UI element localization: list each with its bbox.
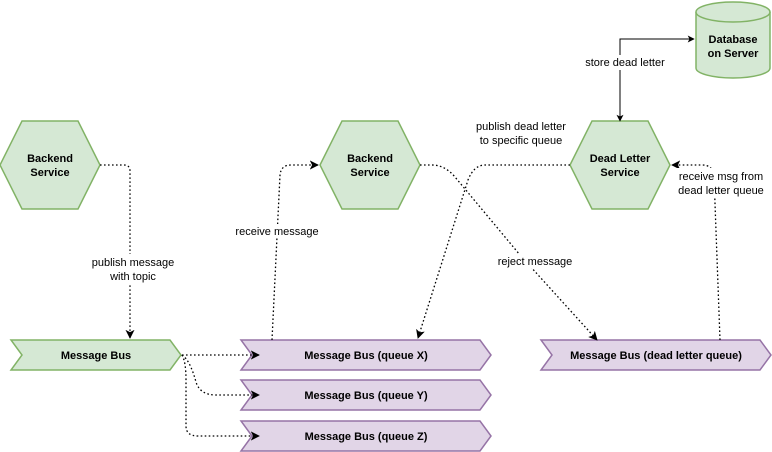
label-reject-message-text: reject message (498, 256, 573, 268)
dead-letter-service-label-2: Service (600, 167, 639, 179)
dead-letter-service-label-1: Dead Letter (590, 153, 651, 165)
label-publish-dead-letter-line-1: publish dead letter (476, 121, 566, 133)
database-label-1: Database (709, 34, 758, 46)
message-bus-queue-x-label: Message Bus (queue X) (304, 350, 428, 362)
label-receive-message-text: receive message (235, 226, 318, 238)
message-bus-dlq-label: Message Bus (dead letter queue) (570, 350, 742, 362)
database-on-server[interactable]: Database on Server (695, 1, 771, 79)
backend-service-middle[interactable]: Backend Service (319, 120, 421, 210)
edge-receive-message[interactable] (271, 160, 319, 341)
message-bus-queue-z[interactable]: Message Bus (queue Z) (239, 420, 492, 452)
backend-service-middle-label-2: Service (350, 167, 389, 179)
backend-service-middle-label-1: Backend (347, 153, 393, 165)
message-bus-dead-letter-queue[interactable]: Message Bus (dead letter queue) (539, 339, 772, 371)
message-bus-queue-z-label: Message Bus (queue Z) (305, 431, 428, 443)
label-receive-message: receive message (232, 224, 322, 238)
message-bus-queue-x[interactable]: Message Bus (queue X) (239, 339, 492, 371)
edge-store-dead-letter[interactable] (616, 35, 695, 122)
edge-publish-message[interactable] (100, 164, 135, 339)
backend-service-left[interactable]: Backend Service (0, 120, 101, 210)
edge-publish-dead-letter[interactable] (416, 164, 570, 339)
label-publish-dead-letter: publish dead letter to specific queue (466, 118, 576, 148)
edge-bus-to-queue-z[interactable] (181, 354, 260, 441)
message-bus-queue-y-label: Message Bus (queue Y) (304, 390, 428, 402)
dead-letter-service[interactable]: Dead Letter Service (569, 120, 671, 210)
label-receive-dead-letter-line-1: receive msg from (679, 171, 763, 183)
message-bus-queue-y[interactable]: Message Bus (queue Y) (239, 379, 492, 411)
label-receive-dead-letter: receive msg from dead letter queue (672, 168, 770, 198)
message-bus-main-label: Message Bus (61, 350, 131, 362)
edge-reject-message[interactable] (420, 164, 598, 341)
label-store-dead-letter-text: store dead letter (585, 57, 665, 69)
label-store-dead-letter: store dead letter (578, 55, 672, 70)
label-reject-message: reject message (490, 254, 580, 268)
label-publish-message: publish message with topic (84, 254, 182, 284)
database-label-2: on Server (708, 48, 759, 60)
backend-service-left-label-2: Service (30, 167, 69, 179)
backend-service-left-label-1: Backend (27, 153, 73, 165)
label-publish-dead-letter-line-2: to specific queue (480, 135, 563, 147)
label-publish-message-line-1: publish message (92, 257, 175, 269)
message-bus-main[interactable]: Message Bus (9, 339, 182, 371)
label-publish-message-line-2: with topic (109, 271, 156, 283)
label-receive-dead-letter-line-2: dead letter queue (678, 185, 764, 197)
